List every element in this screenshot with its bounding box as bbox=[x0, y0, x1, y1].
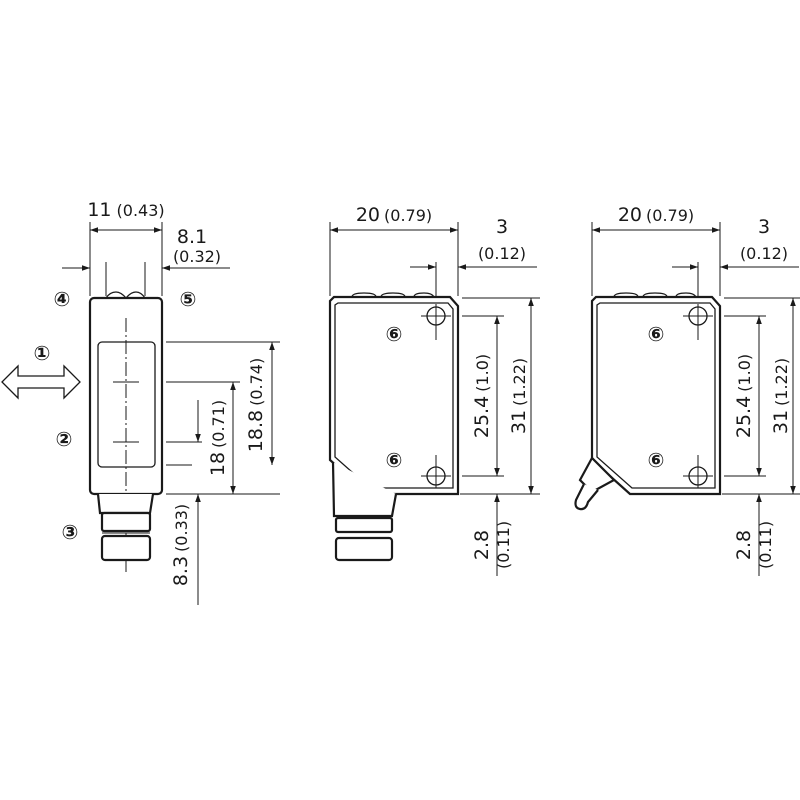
sensor-body-front bbox=[328, 295, 460, 496]
dim-20-label: 20(0.79) bbox=[618, 204, 694, 226]
dim-8-3-label: 8.3(0.33) bbox=[170, 504, 192, 586]
connector-ring bbox=[100, 534, 152, 562]
callout-4: ④ bbox=[54, 287, 71, 311]
dim-11-label: 11(0.43) bbox=[87, 199, 164, 221]
dim-2-8-value: 2.8 bbox=[471, 530, 493, 560]
callout-6: ⑥ bbox=[386, 322, 403, 346]
dim-2-8-value: 2.8 bbox=[733, 530, 755, 560]
dim-3-value: 3 bbox=[496, 216, 508, 238]
dim-3-value: 3 bbox=[758, 216, 770, 238]
connector-ring bbox=[334, 516, 394, 534]
callout-5: ⑤ bbox=[180, 287, 197, 311]
callout-2: ② bbox=[56, 427, 73, 451]
side-view: 11(0.43) 8.1 (0.32) ④ ⑤ ① ② ③ 18.8(0.74)… bbox=[1, 199, 280, 605]
front-view-cable: ⑥ ⑥ 20(0.79) 3 (0.12) 25.4(1.0) 31(1.22)… bbox=[574, 204, 800, 576]
dim-3-inch: (0.12) bbox=[740, 244, 788, 263]
callout-6: ⑥ bbox=[648, 448, 665, 472]
dim-20-label: 20(0.79) bbox=[356, 204, 432, 226]
dim-3-inch: (0.12) bbox=[478, 244, 526, 263]
callout-1: ① bbox=[34, 341, 51, 365]
dim-31-label: 31(1.22) bbox=[508, 358, 530, 434]
dim-31-label: 31(1.22) bbox=[770, 358, 792, 434]
dim-25-4-label: 25.4(1.0) bbox=[471, 354, 493, 438]
dim-8-1-inch: (0.32) bbox=[173, 247, 221, 266]
callout-6: ⑥ bbox=[386, 448, 403, 472]
callout-3: ③ bbox=[62, 520, 79, 544]
sensor-body-front bbox=[590, 295, 722, 496]
dim-2-8-inch: (0.11) bbox=[756, 521, 775, 569]
dim-18-label: 18(0.71) bbox=[207, 400, 229, 476]
indicator-leds bbox=[105, 291, 146, 300]
double-arrow-icon bbox=[1, 364, 81, 400]
dim-2-8-inch: (0.11) bbox=[494, 521, 513, 569]
connector-ring bbox=[334, 536, 394, 562]
dim-25-4-label: 25.4(1.0) bbox=[733, 354, 755, 438]
dim-18-8-label: 18.8(0.74) bbox=[245, 358, 267, 452]
dim-8-1-value: 8.1 bbox=[177, 226, 207, 248]
front-view-connector: ⑥ ⑥ 20(0.79) 3 (0.12) 25.4(1.0) 31(1.22)… bbox=[328, 204, 540, 576]
callout-6: ⑥ bbox=[648, 322, 665, 346]
connector-neck bbox=[331, 461, 398, 518]
connector-neck bbox=[96, 493, 155, 515]
connector-ring bbox=[100, 511, 152, 533]
cable bbox=[574, 483, 599, 511]
